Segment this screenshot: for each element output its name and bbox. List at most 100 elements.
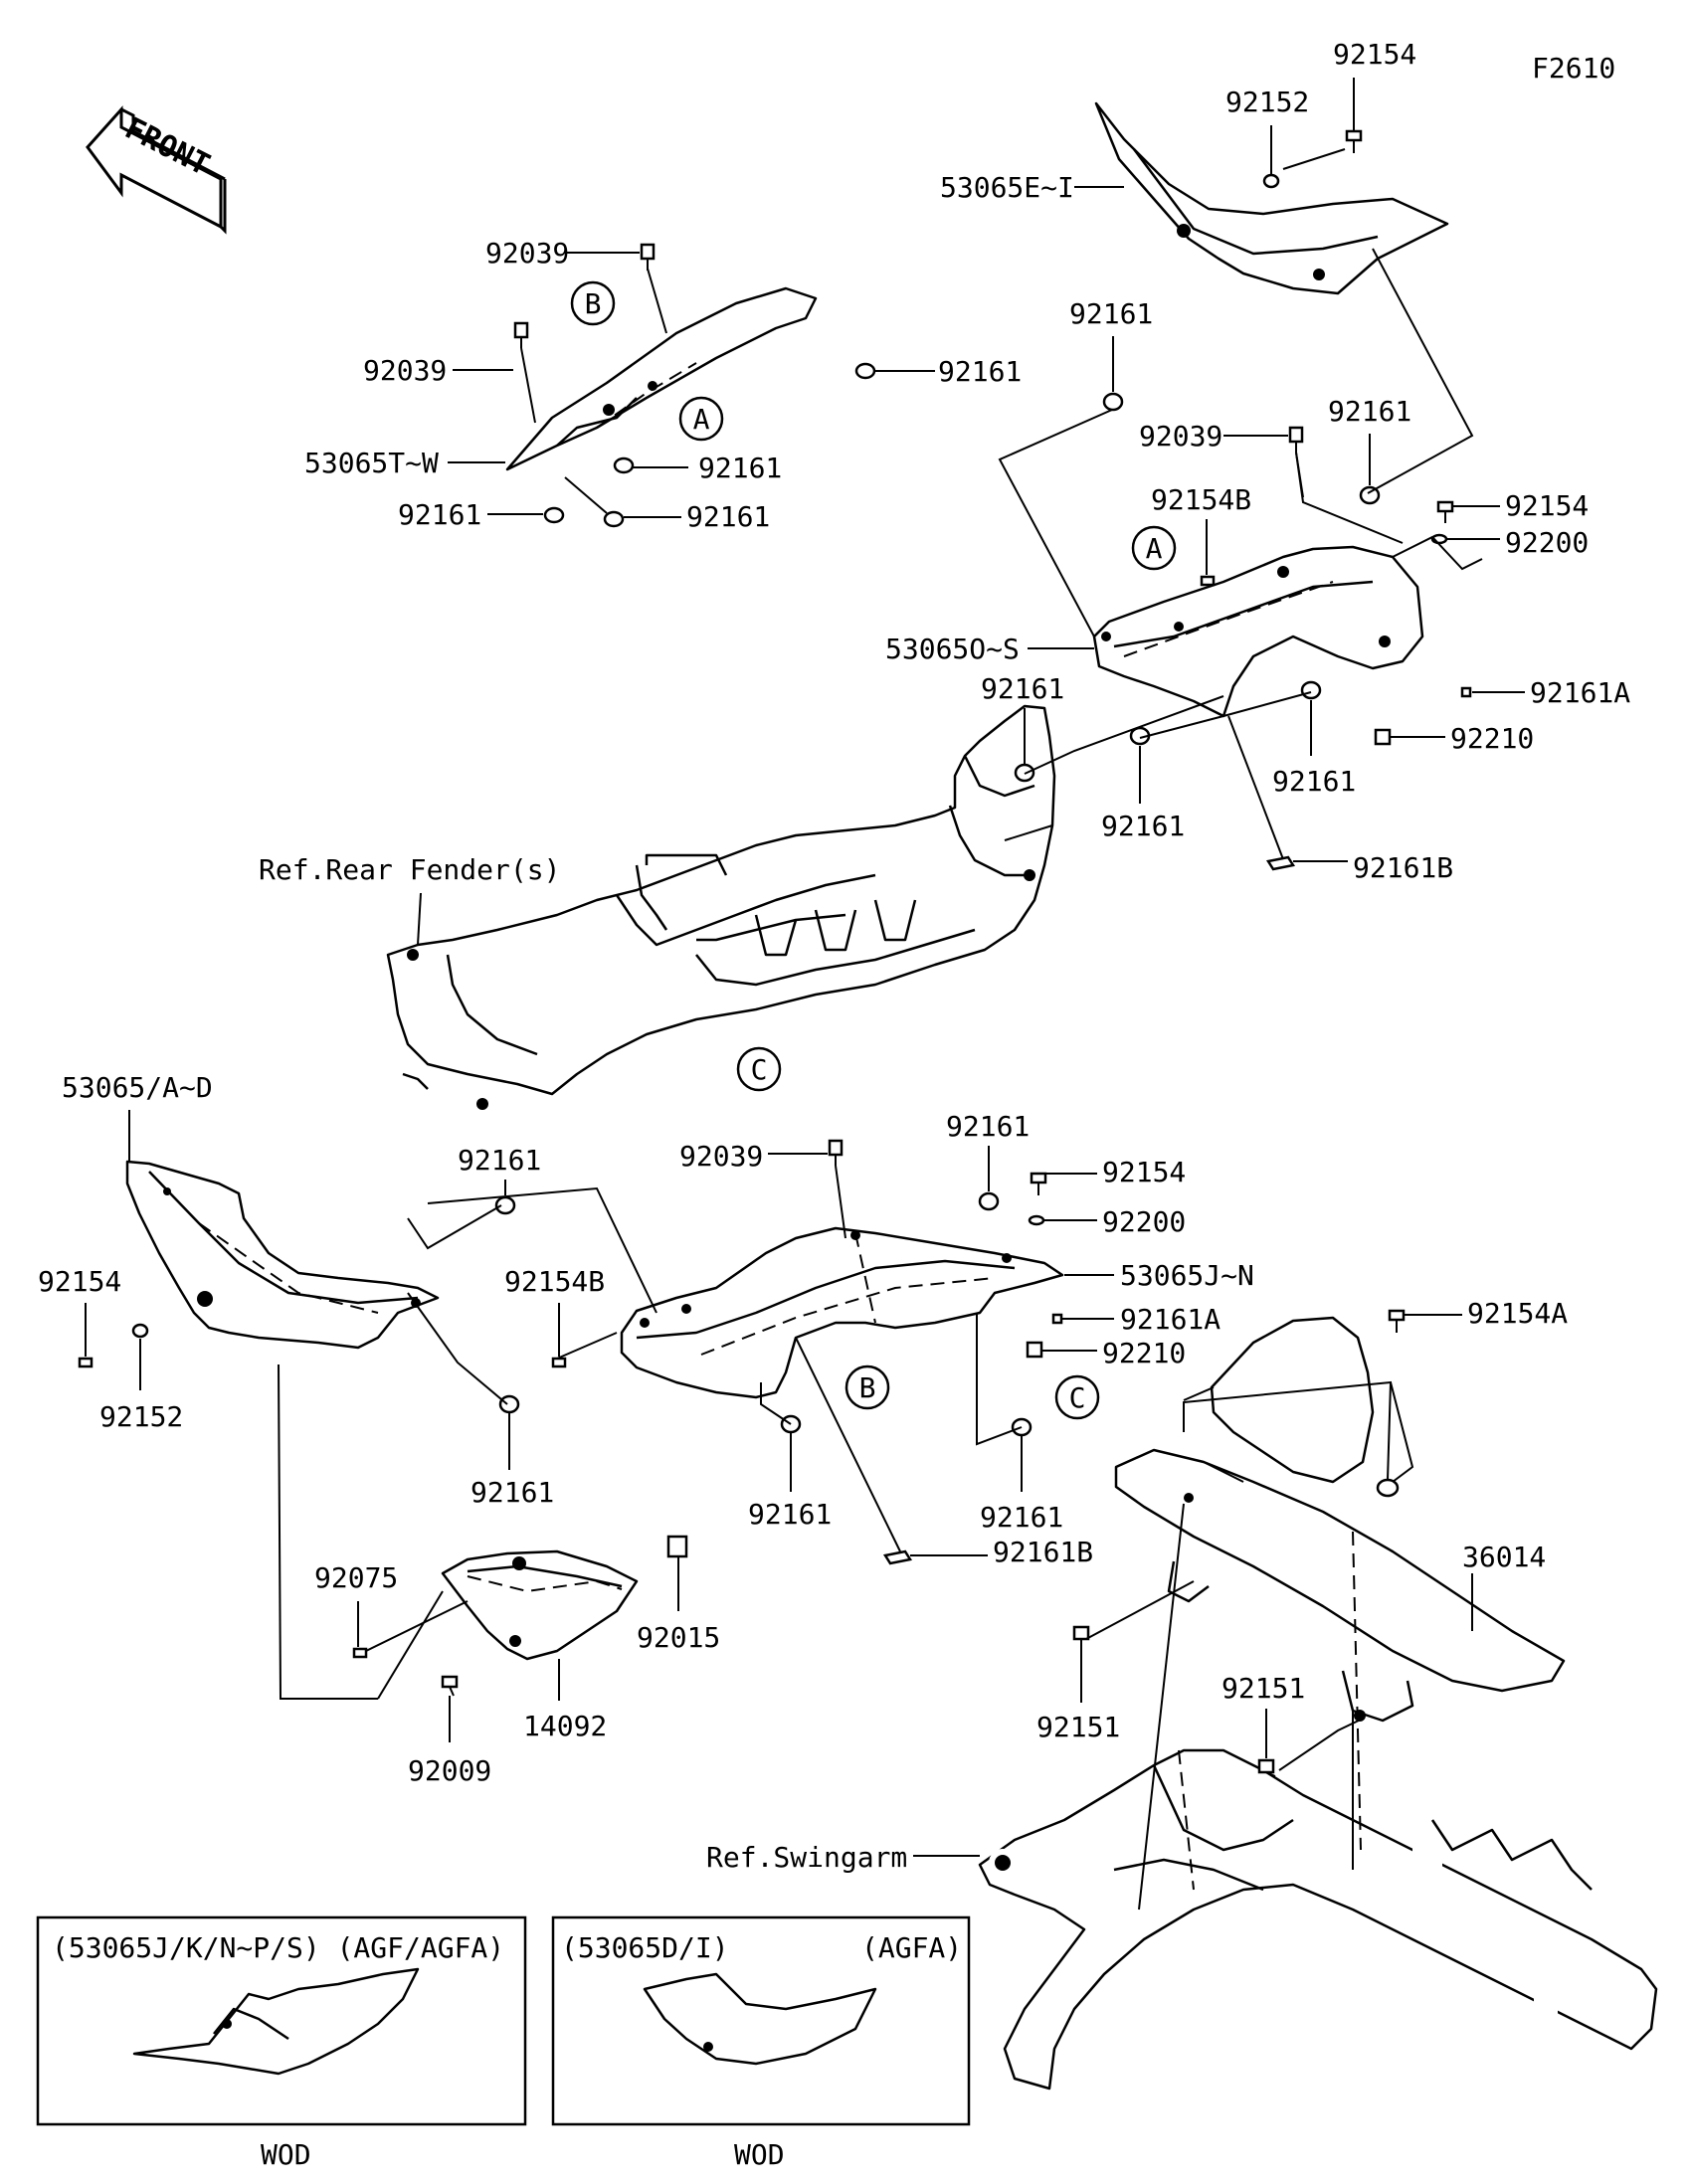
figure-code: F2610 — [1532, 52, 1615, 85]
reference-letter: B — [859, 1371, 876, 1404]
part-callout: 92154B — [1151, 483, 1251, 516]
reference-circle-icon — [845, 1365, 890, 1410]
bolt-icon — [352, 1647, 368, 1659]
bolt-icon — [1200, 575, 1216, 587]
part-callout: 92039 — [679, 1140, 763, 1173]
bolt-icon — [1436, 500, 1454, 523]
rivet-icon — [1288, 426, 1304, 453]
washer-icon — [1028, 1214, 1045, 1226]
part-callout: 92161 — [946, 1110, 1030, 1143]
part-callout: 92009 — [408, 1754, 491, 1787]
bolt-icon — [1388, 1309, 1406, 1333]
part-callout: 92161A — [1530, 676, 1630, 709]
reference-letter: C — [751, 1053, 768, 1086]
grommet-icon — [494, 1195, 516, 1215]
part-callout: 92154 — [1333, 38, 1416, 71]
grommet-icon — [978, 1191, 1000, 1211]
part-callout: 92154A — [1467, 1297, 1568, 1330]
part-callout: 92161 — [1101, 810, 1185, 842]
part-callout: 36014 — [1462, 1541, 1546, 1573]
side-cover-left — [125, 1160, 440, 1350]
part-callout: 92161 — [981, 672, 1064, 705]
bolt-icon — [78, 1357, 94, 1368]
reference-marks: B A A C B C — [570, 280, 1177, 1420]
rivet-icon — [640, 243, 656, 271]
part-callout: 92161 — [458, 1144, 541, 1177]
grommet-icon — [1376, 1478, 1400, 1498]
part-callout: 92161 — [686, 500, 770, 533]
part-callout: 53065T~W — [304, 447, 439, 479]
part-callout: 92161B — [993, 1536, 1093, 1568]
rivet-icon — [828, 1139, 844, 1166]
part-callout: 92154B — [504, 1265, 605, 1298]
cover-14092 — [441, 1549, 639, 1661]
side-cover-center — [620, 1226, 1064, 1399]
part-callout: Ref.Rear Fender(s) — [259, 853, 560, 886]
inset-2-title-right: (AGFA) — [861, 1931, 962, 1964]
grommet-icon — [498, 1394, 520, 1414]
part-callout: 14092 — [523, 1710, 607, 1742]
part-callout: 92161 — [1328, 395, 1411, 428]
grommet-icon — [543, 506, 565, 524]
reference-mark-a: A — [678, 396, 724, 442]
reference-circle-icon — [678, 396, 724, 442]
grommet-icon — [1262, 173, 1280, 189]
part-callout: 92154 — [1505, 489, 1589, 522]
part-callout: 53065/A~D — [62, 1071, 213, 1104]
part-callout: 92154 — [38, 1265, 121, 1298]
reference-mark-b: B — [845, 1365, 890, 1410]
bolt-icon — [441, 1675, 459, 1697]
part-callout: 92075 — [314, 1561, 398, 1594]
part-callout: 92200 — [1102, 1205, 1186, 1238]
reference-circle-icon — [736, 1046, 782, 1092]
grommet-icon — [603, 510, 625, 528]
leader-lines — [85, 78, 1525, 1911]
reference-mark-c: C — [1054, 1374, 1100, 1420]
part-callout: 92161 — [398, 498, 481, 531]
grommet-icon — [854, 362, 876, 380]
grommet-icon — [613, 456, 635, 474]
reference-letter: A — [1146, 532, 1163, 565]
rear-fender-ref — [386, 704, 1056, 1110]
part-callout: 92151 — [1221, 1672, 1305, 1705]
reference-mark-c: C — [736, 1046, 782, 1092]
nut-icon — [1026, 1341, 1043, 1359]
clip-icon — [1460, 686, 1472, 698]
part-callout: 92152 — [1225, 86, 1309, 118]
inset-box-1: (53065J/K/N~P/S) (AGF/AGFA) WOD — [36, 1915, 527, 2171]
reference-letter: A — [693, 403, 710, 436]
part-callout: 92151 — [1036, 1711, 1120, 1743]
clip-icon — [1051, 1313, 1063, 1325]
inset-1-caption: WOD — [261, 2138, 311, 2171]
part-callout: 53065E~I — [940, 171, 1074, 204]
reference-mark-a: A — [1131, 525, 1177, 571]
inset-1-title: (53065J/K/N~P/S) (AGF/AGFA) — [52, 1931, 504, 1964]
bolt-icon — [1072, 1625, 1090, 1651]
clip-icon — [1265, 855, 1296, 871]
part-callout: 92161 — [1272, 765, 1356, 798]
part-callout: 92161 — [748, 1498, 832, 1531]
reference-circle-icon — [1054, 1374, 1100, 1420]
grommet-icon — [131, 1323, 149, 1339]
inset-2-title: (53065D/I) — [561, 1931, 729, 1964]
reference-circle-icon — [1131, 525, 1177, 571]
clip-icon — [666, 1535, 688, 1558]
chain-guard — [1114, 1316, 1566, 1723]
rear-cowl-mid — [1092, 545, 1424, 718]
bolt-icon — [551, 1357, 567, 1368]
callout-labels: 92154 92152 53065E~I 92039 92039 92161 92161 53… — [38, 38, 1630, 1874]
reference-mark-b: B — [570, 280, 616, 326]
hardware — [78, 129, 1472, 1777]
reference-circle-icon — [570, 280, 616, 326]
bolt-icon — [1030, 1172, 1047, 1195]
part-callout: 92161 — [980, 1501, 1063, 1534]
bolt-icon — [1257, 1758, 1276, 1777]
part-callout: 92039 — [1139, 420, 1222, 453]
part-callout: Ref.Swingarm — [706, 1841, 907, 1874]
front-arrow-icon: FRONT — [86, 105, 227, 235]
nut-icon — [1374, 728, 1392, 746]
part-callout: 92039 — [485, 237, 569, 270]
part-callout: 92161B — [1353, 851, 1453, 884]
inset-box-2: (53065D/I) (AGFA) WOD — [551, 1915, 971, 2171]
part-callout: 92210 — [1450, 722, 1534, 755]
